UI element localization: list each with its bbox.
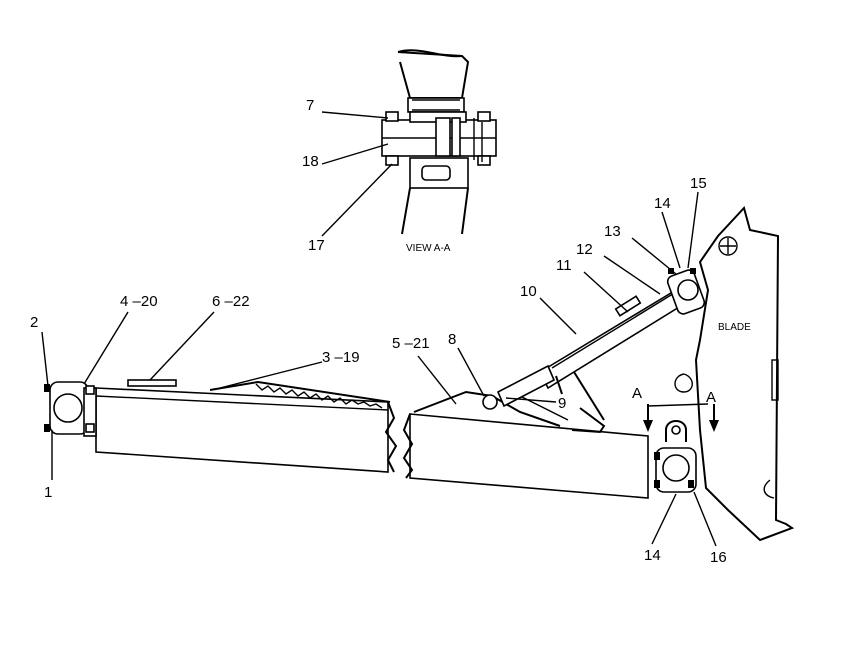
callout-14-upper: 14: [654, 195, 671, 212]
rod-cover: [127, 379, 391, 409]
cylinder-barrel-left: [95, 387, 398, 473]
callout-9: 9: [558, 395, 566, 412]
section-label-left: A: [632, 385, 642, 402]
pin-8: [482, 394, 498, 410]
cylinder-end-clamp-upper: [666, 268, 706, 315]
callout-8: 8: [448, 331, 456, 348]
callout-16: 16: [710, 549, 727, 566]
callout-18: 18: [302, 153, 319, 170]
callout-1: 1: [44, 484, 52, 501]
callout-15: 15: [690, 175, 707, 192]
callout-4-20: 4 –20: [120, 293, 158, 310]
section-label-right: A: [706, 389, 716, 406]
leader-lines: [41, 111, 717, 547]
blade-label: BLADE: [718, 322, 751, 333]
section-marker-right: [709, 404, 719, 432]
callout-3-19: 3 –19: [322, 349, 360, 366]
callout-2: 2: [30, 314, 38, 331]
cylinder-end-clamp-left: [44, 381, 97, 437]
view-a-a-label: VIEW A-A: [406, 243, 451, 254]
callout-6-22: 6 –22: [212, 293, 250, 310]
cylinder-barrel-right: [402, 390, 649, 499]
callout-10: 10: [520, 283, 537, 300]
callout-14-lower: 14: [644, 547, 661, 564]
cylinder-end-clamp-right: [654, 420, 697, 493]
lift-cylinder-diagonal: [496, 288, 686, 421]
callout-11: 11: [556, 257, 572, 274]
section-marker-left: [643, 403, 709, 432]
blade-outline: [674, 206, 795, 542]
callout-12: 12: [576, 241, 593, 258]
callout-17: 17: [308, 237, 325, 254]
view-a-a-detail: [381, 49, 497, 235]
callout-7: 7: [306, 97, 314, 114]
callout-5-21: 5 –21: [392, 335, 430, 352]
callout-13: 13: [604, 223, 621, 240]
